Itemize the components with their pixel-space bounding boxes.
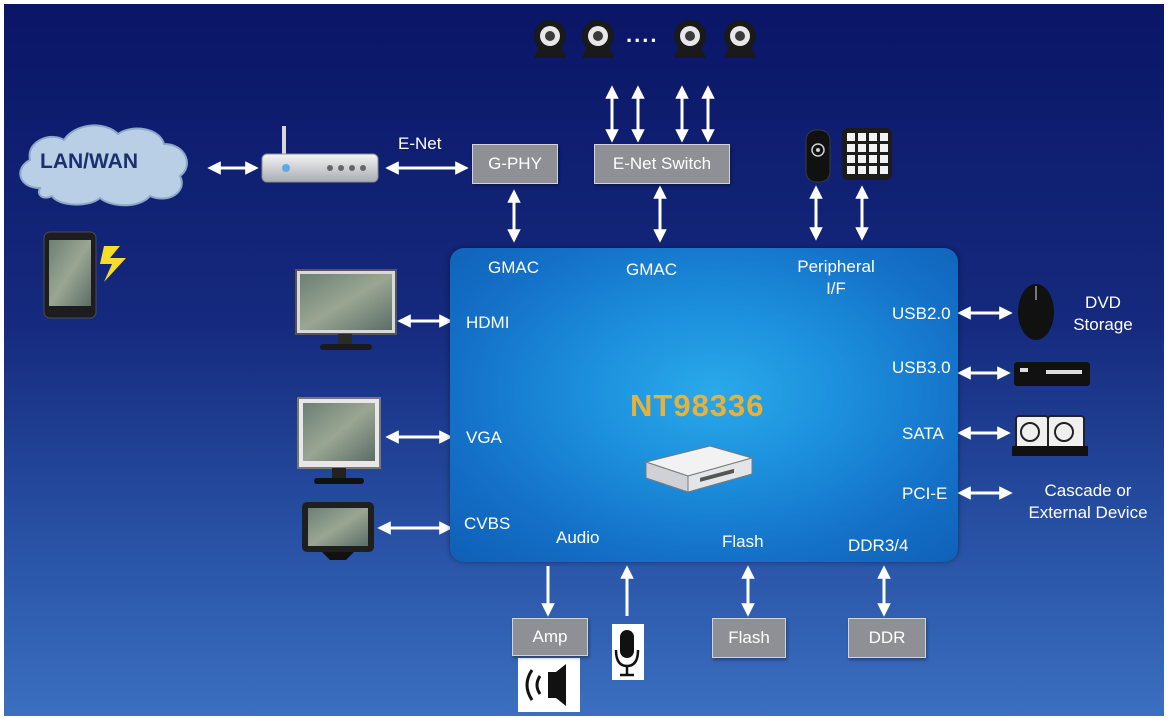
dvr-device-icon bbox=[1014, 362, 1090, 386]
dvd-line2: Storage bbox=[1073, 315, 1133, 334]
dvd-line1: DVD bbox=[1085, 293, 1121, 312]
chip-name: NT98336 bbox=[630, 388, 765, 423]
port-usb2: USB2.0 bbox=[892, 304, 951, 323]
soc-chip-block bbox=[450, 248, 958, 562]
gphy-box: G-PHY bbox=[472, 144, 558, 184]
port-sata: SATA bbox=[902, 424, 944, 443]
cloud-icon bbox=[19, 124, 188, 207]
monitor-icon bbox=[302, 502, 374, 560]
enet-switch-box: E-Net Switch bbox=[594, 144, 730, 184]
port-peripheral: Peripheral I/F bbox=[788, 256, 884, 300]
remote-control-icon bbox=[805, 129, 831, 183]
port-flash: Flash bbox=[722, 532, 764, 551]
peripheral-line2: I/F bbox=[826, 279, 846, 298]
port-gmac-left: GMAC bbox=[488, 258, 539, 277]
connection-arrows bbox=[207, 85, 1013, 617]
peripheral-line1: Peripheral bbox=[797, 257, 875, 276]
port-audio: Audio bbox=[556, 528, 600, 547]
port-hdmi: HDMI bbox=[466, 313, 510, 332]
keypad-icon bbox=[842, 128, 892, 180]
router-icon bbox=[261, 126, 379, 183]
monitor-icon bbox=[297, 397, 381, 484]
cascade-label: Cascade or External Device bbox=[1014, 480, 1162, 524]
set-top-box-icon bbox=[644, 445, 754, 493]
microphone-icon bbox=[612, 624, 644, 680]
flash-box: Flash bbox=[712, 618, 786, 658]
camera-ellipsis: .... bbox=[626, 22, 659, 47]
speaker-icon bbox=[518, 658, 580, 712]
usb-mouse-icon bbox=[1018, 284, 1054, 340]
port-pcie: PCI-E bbox=[902, 484, 948, 503]
cascade-line2: External Device bbox=[1028, 503, 1148, 522]
smartphone-icon bbox=[43, 231, 97, 319]
port-gmac-right: GMAC bbox=[626, 260, 677, 279]
cascade-line1: Cascade or bbox=[1044, 481, 1132, 500]
port-cvbs: CVBS bbox=[464, 514, 511, 533]
hard-disk-icon bbox=[1012, 415, 1088, 456]
monitor-icon bbox=[295, 269, 397, 350]
ddr-box: DDR bbox=[848, 618, 926, 658]
dvd-storage-label: DVD Storage bbox=[1058, 292, 1148, 336]
port-ddr: DDR3/4 bbox=[848, 536, 909, 555]
lightning-icon bbox=[100, 246, 126, 282]
amp-box: Amp bbox=[512, 618, 588, 656]
port-usb3: USB3.0 bbox=[892, 358, 951, 377]
ip-camera-icon bbox=[534, 20, 756, 58]
cloud-label: LAN/WAN bbox=[40, 150, 138, 173]
enet-label: E-Net bbox=[398, 134, 442, 153]
port-vga: VGA bbox=[466, 428, 502, 447]
